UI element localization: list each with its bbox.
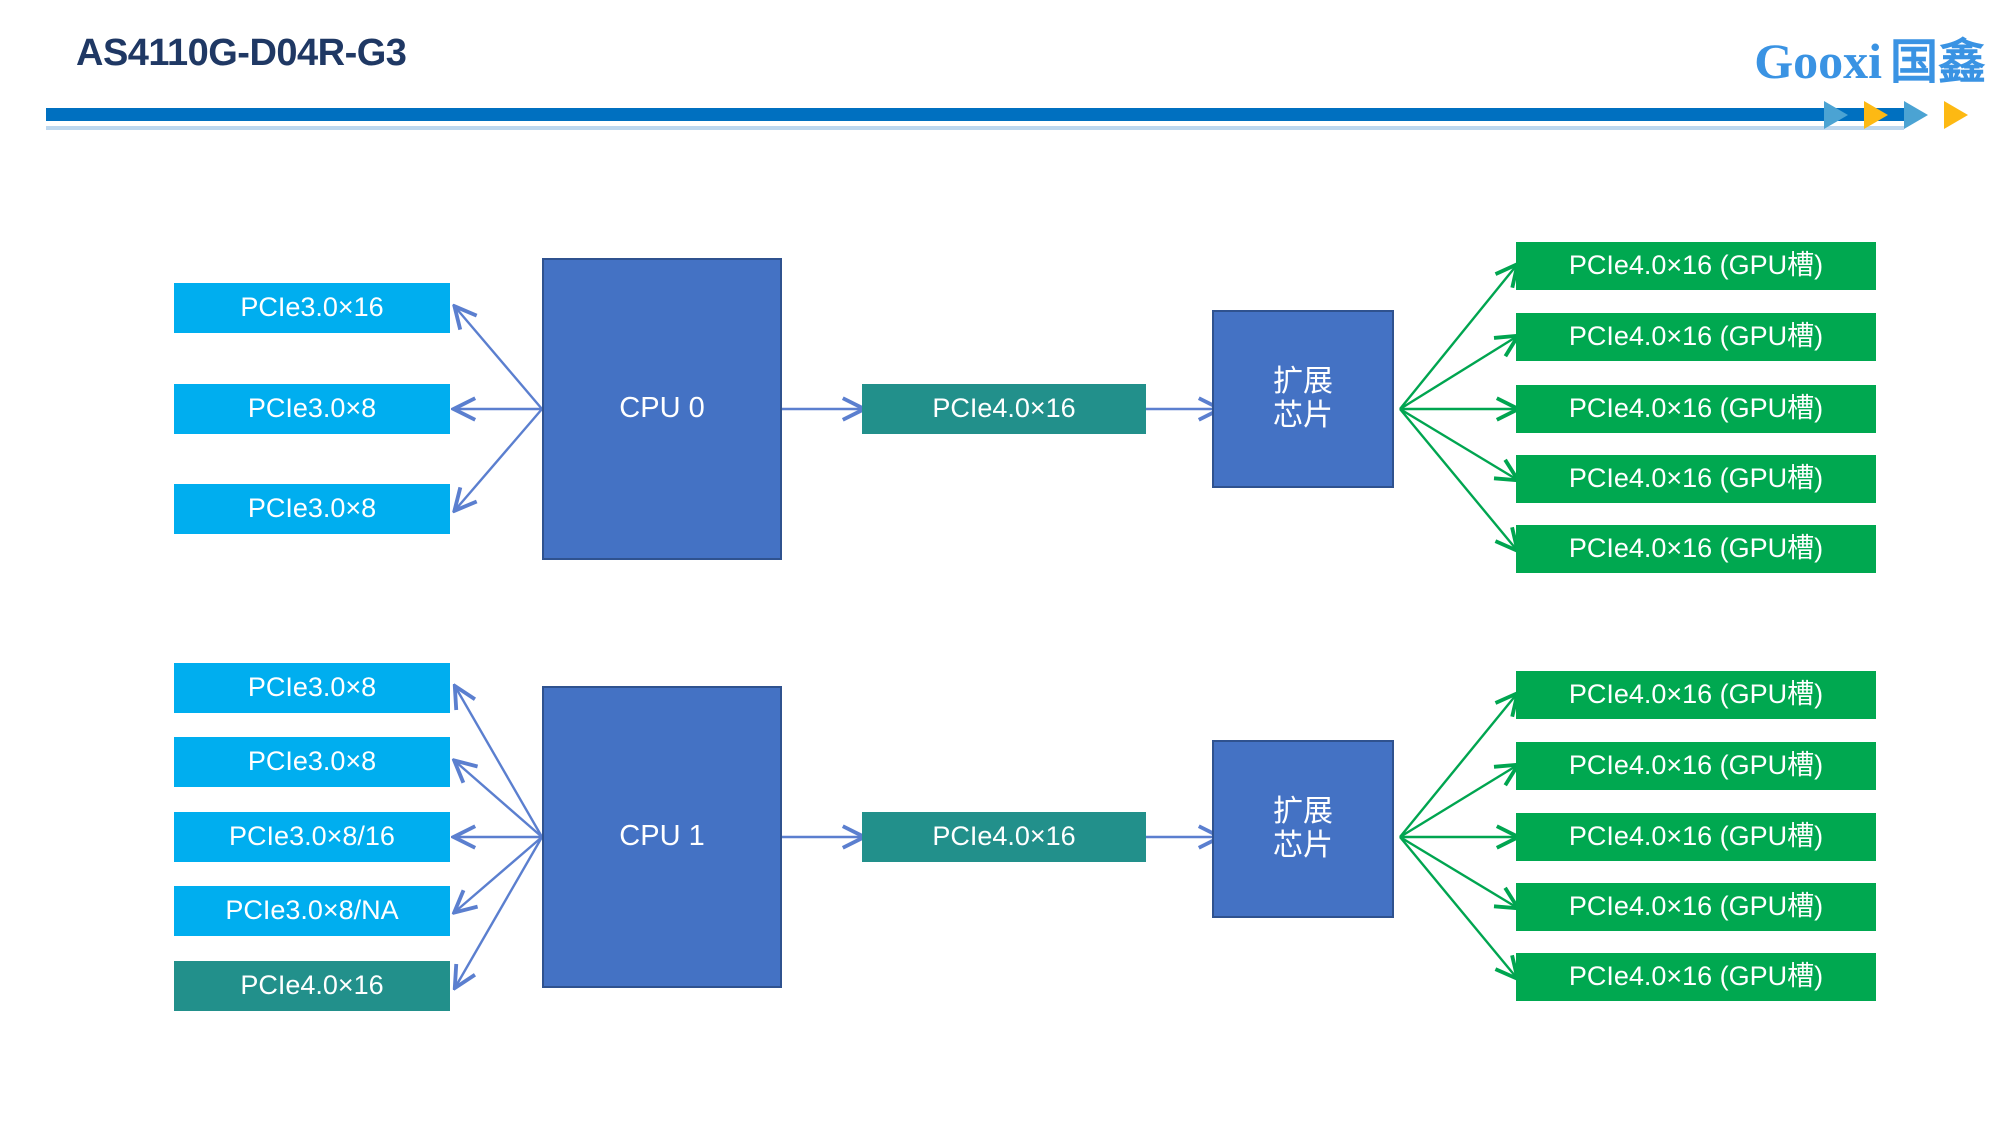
gpu-slot-box[interactable]: PCIe4.0×16 (GPU槽) <box>1516 883 1876 931</box>
triangle-arrow-icon-3 <box>1904 101 1928 129</box>
switch1-to-gpu-connectors <box>1399 695 1516 977</box>
cpu1-left-connectors <box>456 688 544 986</box>
gpu-slot-box[interactable]: PCIe4.0×16 (GPU槽) <box>1516 313 1876 361</box>
gpu-slot-box[interactable]: PCIe4.0×16 (GPU槽) <box>1516 242 1876 290</box>
gpu-slot-box[interactable]: PCIe4.0×16 (GPU槽) <box>1516 455 1876 503</box>
cpu0-switch-box[interactable]: 扩展 芯片 <box>1212 310 1394 488</box>
cpu1-box[interactable]: CPU 1 <box>542 686 782 988</box>
page-title: AS4110G-D04R-G3 <box>76 32 407 74</box>
cpu0-left-connectors <box>456 308 543 509</box>
slot-box[interactable]: PCIe3.0×16 <box>174 283 450 333</box>
cpu1-switch-box[interactable]: 扩展 芯片 <box>1212 740 1394 918</box>
slot-box[interactable]: PCIe3.0×8 <box>174 737 450 787</box>
header-rule-thin <box>46 126 1904 130</box>
header-rule-thick <box>46 108 1904 121</box>
cpu1-uplink-box[interactable]: PCIe4.0×16 <box>862 812 1146 862</box>
gpu-slot-box[interactable]: PCIe4.0×16 (GPU槽) <box>1516 671 1876 719</box>
triangle-arrow-icon-1 <box>1824 101 1848 129</box>
gpu-slot-box[interactable]: PCIe4.0×16 (GPU槽) <box>1516 525 1876 573</box>
gpu-slot-box[interactable]: PCIe4.0×16 (GPU槽) <box>1516 813 1876 861</box>
slot-box[interactable]: PCIe3.0×8/16 <box>174 812 450 862</box>
slot-box[interactable]: PCIe3.0×8/NA <box>174 886 450 936</box>
brand-cjk-text: 国鑫 <box>1889 36 1986 89</box>
brand-arrow-row <box>1824 101 1968 129</box>
triangle-arrow-icon-4 <box>1944 101 1968 129</box>
switch-label-line2: 芯片 <box>1273 829 1333 862</box>
gpu-slot-box[interactable]: PCIe4.0×16 (GPU槽) <box>1516 742 1876 790</box>
slot-box[interactable]: PCIe3.0×8 <box>174 663 450 713</box>
switch0-to-gpu-connectors <box>1399 266 1516 549</box>
brand-latin-text: Gooxi <box>1754 33 1882 89</box>
cpu0-uplink-box[interactable]: PCIe4.0×16 <box>862 384 1146 434</box>
slot-box[interactable]: PCIe3.0×8 <box>174 384 450 434</box>
switch-label-line2: 芯片 <box>1273 399 1333 432</box>
triangle-arrow-icon-2 <box>1864 101 1888 129</box>
gpu-slot-box[interactable]: PCIe4.0×16 (GPU槽) <box>1516 953 1876 1001</box>
slot-box[interactable]: PCIe4.0×16 <box>174 961 450 1011</box>
gpu-slot-box[interactable]: PCIe4.0×16 (GPU槽) <box>1516 385 1876 433</box>
slot-box[interactable]: PCIe3.0×8 <box>174 484 450 534</box>
cpu0-box[interactable]: CPU 0 <box>542 258 782 560</box>
switch-label-line1: 扩展 <box>1273 794 1333 828</box>
switch-label-line1: 扩展 <box>1273 364 1333 398</box>
